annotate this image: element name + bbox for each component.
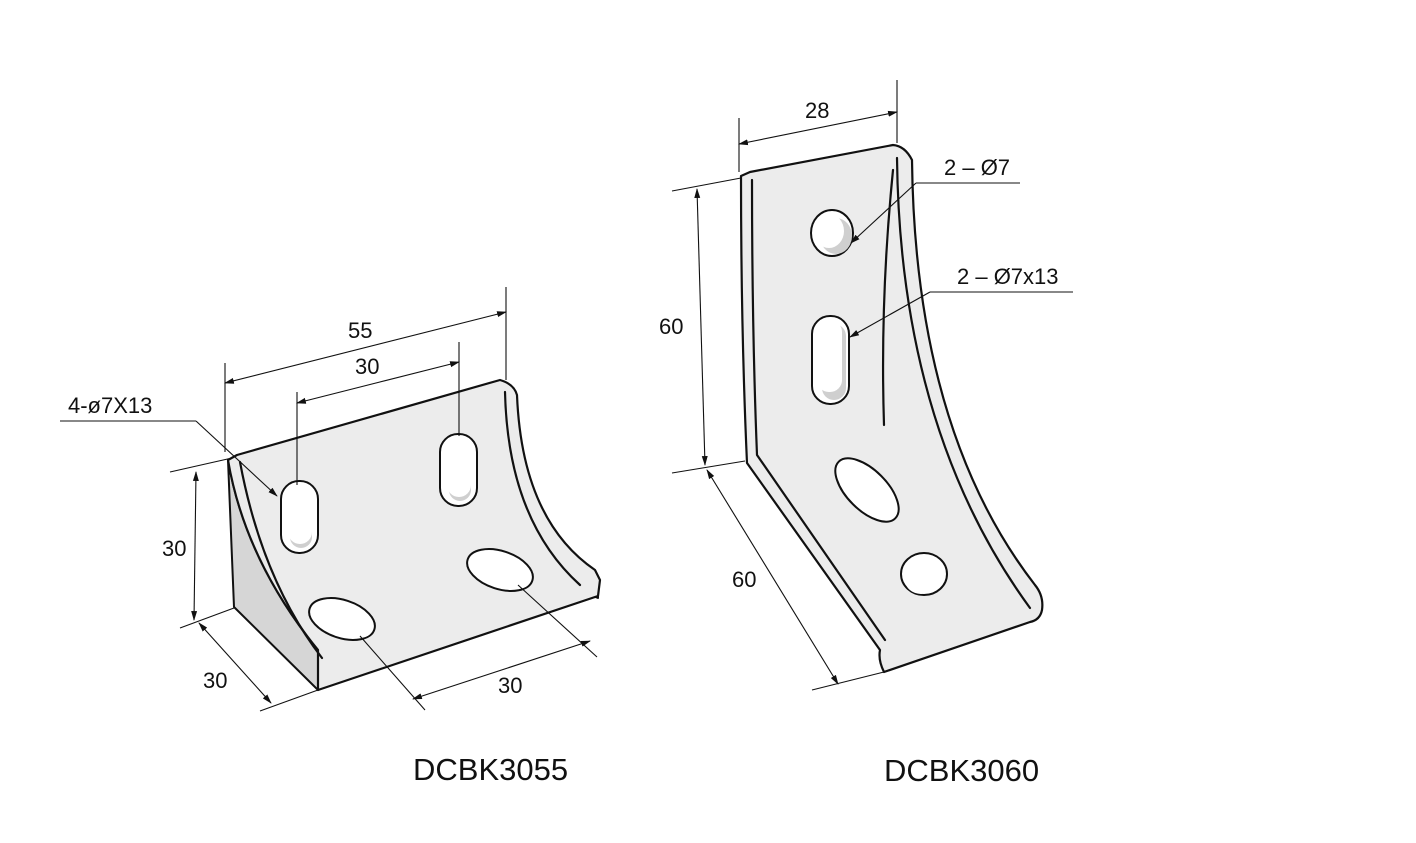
right-bracket-left-edge [750, 178, 887, 642]
slot-hole-callout: 2 – Ø7x13 [957, 264, 1059, 289]
round-hole-callout: 2 – Ø7 [944, 155, 1010, 180]
right-bracket-fold [895, 156, 1032, 610]
bracket-dcbk3060: 28 60 60 2 – Ø7 2 – Ø7x13 DCBK3060 [659, 80, 1073, 788]
left-bracket-slot-top-left [280, 480, 319, 554]
left-bracket-slot-bottom-right [466, 548, 534, 592]
right-bracket-body [739, 143, 1044, 674]
right-bracket-round-hole-top [810, 209, 854, 257]
model-label-dcbk3060: DCBK3060 [884, 753, 1039, 788]
left-bracket-slot-bottom-left [308, 597, 376, 641]
dim-height: 30 [162, 536, 186, 561]
dim-overall-width: 55 [348, 318, 372, 343]
hole-callout-left: 4-ø7X13 [68, 393, 152, 418]
dim-width-28: 28 [805, 98, 829, 123]
dim-height-60: 60 [659, 314, 683, 339]
dim-depth: 30 [203, 668, 227, 693]
dim-depth-60: 60 [732, 567, 756, 592]
right-bracket-round-hole-bottom [900, 552, 948, 596]
left-bracket-fold-line [238, 460, 324, 660]
left-bracket-right-fold [503, 390, 582, 587]
right-bracket-inner-fold [881, 168, 895, 427]
left-bracket-slot-top-right [439, 433, 478, 507]
dim-hole-spacing-bottom: 30 [498, 673, 522, 698]
model-label-dcbk3055: DCBK3055 [413, 752, 568, 787]
right-bracket-slot-vertical [811, 315, 850, 405]
right-bracket-slot-angled [834, 457, 900, 523]
dim-hole-spacing-top: 30 [355, 354, 379, 379]
bracket-dcbk3055: 55 30 30 30 30 4-ø7X13 DCBK3055 [60, 287, 602, 787]
